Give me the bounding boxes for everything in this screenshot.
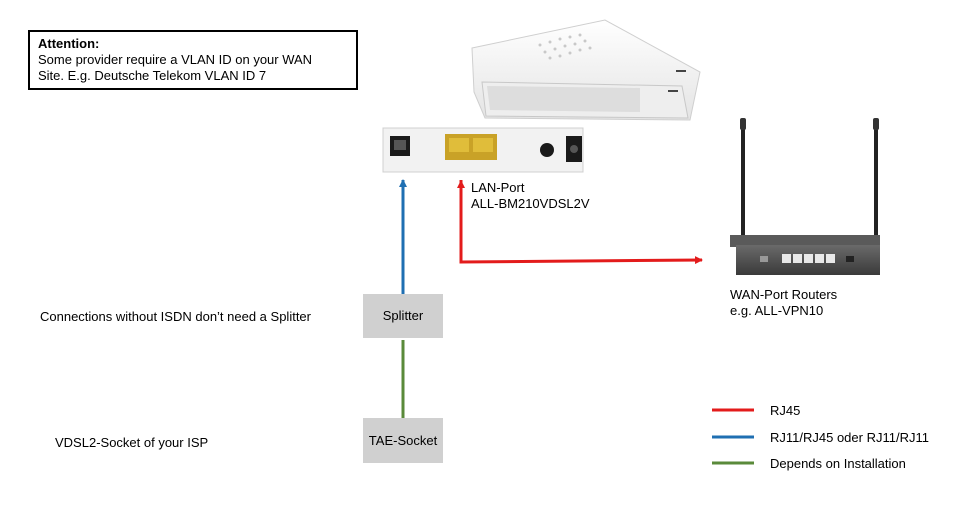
rj45-wire bbox=[459, 180, 703, 265]
socket-note: VDSL2-Socket of your ISP bbox=[55, 435, 209, 450]
tae-socket-box: TAE-Socket bbox=[363, 418, 443, 463]
legend-label-install: Depends on Installation bbox=[770, 456, 906, 471]
attention-title: Attention: bbox=[38, 36, 100, 51]
splitter-note: Connections without ISDN don’t need a Sp… bbox=[40, 309, 311, 324]
attention-line-2: Site. E.g. Deutsche Telekom VLAN ID 7 bbox=[38, 68, 267, 83]
router-image bbox=[730, 118, 880, 275]
modem-port-label: LAN-Port bbox=[471, 180, 525, 195]
splitter-box: Splitter bbox=[363, 294, 443, 338]
modem-top-image bbox=[471, 19, 701, 121]
legend-label-rj45: RJ45 bbox=[770, 403, 801, 418]
modem-back-panel bbox=[382, 127, 584, 173]
router-model-label: e.g. ALL-VPN10 bbox=[730, 303, 824, 318]
tae-socket-label: TAE-Socket bbox=[368, 433, 438, 448]
router-port-label: WAN-Port Routers bbox=[730, 287, 838, 302]
splitter-label: Splitter bbox=[382, 308, 424, 323]
attention-box: Attention: Some provider require a VLAN … bbox=[28, 30, 358, 90]
rj45-wire-arrowhead bbox=[457, 180, 465, 188]
modem-model-label: ALL-BM210VDSL2V bbox=[471, 196, 590, 211]
attention-line-1: Some provider require a VLAN ID on your … bbox=[38, 52, 313, 67]
legend-label-rj11: RJ11/RJ45 oder RJ11/RJ11 bbox=[770, 430, 929, 445]
